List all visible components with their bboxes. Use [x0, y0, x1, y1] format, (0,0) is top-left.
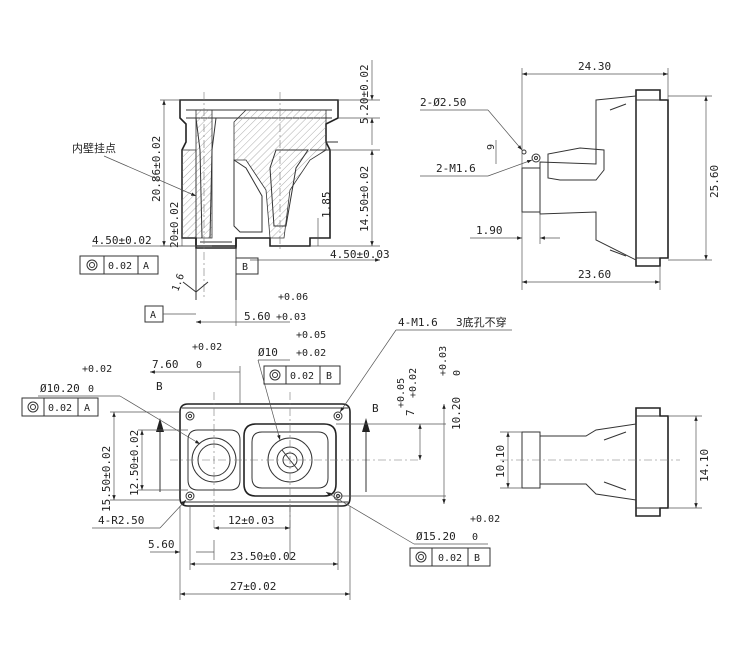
dim-23-50: 23.50±0.02: [230, 550, 296, 563]
dim-7-60-tol-dn: 0: [196, 360, 202, 371]
dim-d15-20: Ø15.20: [416, 530, 456, 543]
fcf-top-a-ref: A: [84, 403, 90, 414]
dim-4-50-right: 4.50±0.03: [330, 248, 390, 261]
side-view-top: [521, 89, 669, 267]
dim-5-60b: 5.60: [148, 538, 175, 551]
dim-12-50: 12.50±0.02: [128, 430, 141, 496]
dim-7: 7: [404, 409, 417, 416]
dim-d10: Ø10: [258, 346, 278, 359]
dim-25-60: 25.60: [708, 165, 721, 198]
dim-d15-20-tol-dn: 0: [472, 532, 478, 543]
dim-23-60: 23.60: [578, 268, 611, 281]
dim-20: 20±0.02: [168, 202, 181, 248]
hole-note-2-50: 2-Ø2.50: [420, 96, 466, 109]
dim-d10-20: Ø10.20: [40, 382, 80, 395]
dim-1-90: 1.90: [476, 224, 503, 237]
dim-5-60: 5.60: [244, 310, 271, 323]
dim-10-20-v-tol-up: +0.03: [438, 346, 449, 376]
dim-10-20-v: 10.20: [450, 397, 463, 430]
fcf-front: 0.02 A: [79, 255, 159, 275]
side-view-bottom-dims: 10.10 14.10: [494, 415, 711, 509]
dim-10-10: 10.10: [494, 445, 507, 478]
fcf-top-a: 0.02 A: [21, 397, 99, 417]
dim-7-tol-dn: +0.02: [408, 368, 419, 398]
top-view: B B: [156, 380, 420, 530]
front-view-dimensions: 5.20±0.02 14.50±0.02 1.85 20.86±0.02 20±…: [72, 60, 390, 326]
fcf-top-b2-ref: B: [474, 553, 480, 564]
inner-wall-note: 内壁挂点: [72, 141, 116, 155]
dim-27: 27±0.02: [230, 580, 276, 593]
section-b-right: B: [372, 402, 379, 415]
fcf-front-ref: A: [143, 261, 149, 272]
datum-a-label: A: [150, 310, 156, 321]
dim-20-86: 20.86±0.02: [150, 136, 163, 202]
section-b-left: B: [156, 380, 163, 393]
fcf-top-b1-tol: 0.02: [290, 371, 314, 382]
dim-7-60: 7.60: [152, 358, 179, 371]
datum-b-label: B: [242, 262, 248, 273]
dim-24-30: 24.30: [578, 60, 611, 73]
dim-d10-tol-up: +0.05: [296, 330, 326, 341]
dim-1-85: 1.85: [320, 192, 333, 219]
dim-4-50-left: 4.50±0.02: [92, 234, 152, 247]
side-view-top-dims: 24.30 23.60 25.60 1.90 9 2-Ø2.50 2-M1.6: [420, 60, 721, 290]
fcf-top-b1: 0.02 B: [263, 365, 341, 385]
dim-7-60-tol-up: +0.02: [192, 342, 222, 353]
top-view-dims: Ø10.20 +0.02 0 0.02 A 7.60 +0.02 0 Ø10 +…: [21, 315, 512, 600]
dim-d10-20-tol-dn: 0: [88, 384, 94, 395]
fcf-top-b2-tol: 0.02: [438, 553, 462, 564]
fcf-top-b1-ref: B: [326, 371, 332, 382]
dim-5-20: 5.20±0.02: [358, 64, 371, 124]
fcf-top-a-tol: 0.02: [48, 403, 72, 414]
dim-12: 12±0.03: [228, 514, 274, 527]
dim-5-60-tol-dn: +0.03: [276, 312, 306, 323]
dim-d10-20-tol-up: +0.02: [82, 364, 112, 375]
tap-note-suffix: 3底孔不穿: [456, 315, 507, 329]
dim-15-50: 15.50±0.02: [100, 446, 113, 512]
dim-d10-tol-dn: +0.02: [296, 348, 326, 359]
dim-5-60-tol-up: +0.06: [278, 292, 308, 303]
dim-9: 9: [486, 144, 497, 150]
front-section-view: [179, 92, 339, 300]
side-view-bottom: [500, 407, 680, 517]
dim-10-20-v-tol-dn: 0: [452, 370, 463, 376]
dim-7-tol-up: +0.05: [396, 378, 407, 408]
fcf-top-b2: 0.02 B: [409, 547, 491, 567]
chamfer-1-6: 1.6: [170, 272, 187, 293]
hole-note-m1-6: 2-M1.6: [436, 162, 476, 175]
dim-r2-50: 4-R2.50: [98, 514, 144, 527]
fcf-front-tol: 0.02: [108, 261, 132, 272]
tap-note: 4-M1.6: [398, 316, 438, 329]
dim-d15-20-tol-up: +0.02: [470, 514, 500, 525]
dim-14-10: 14.10: [698, 449, 711, 482]
dim-14-50: 14.50±0.02: [358, 166, 371, 232]
